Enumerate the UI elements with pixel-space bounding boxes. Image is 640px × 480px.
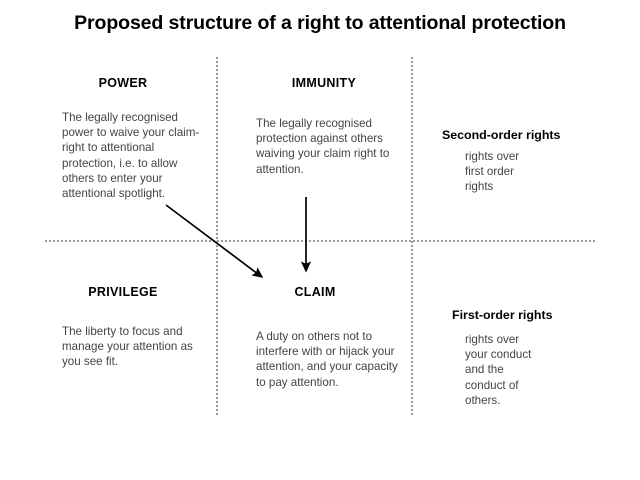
quadrant-power-title: POWER bbox=[98, 76, 148, 90]
quadrant-immunity-title: IMMUNITY bbox=[291, 76, 357, 90]
second-order-rights-title: Second-order rights bbox=[442, 128, 561, 142]
vertical-divider-left bbox=[216, 57, 218, 415]
first-order-rights-body: rights over your conduct and the conduct… bbox=[465, 333, 532, 407]
quadrant-power-body: The legally recognised power to waive yo… bbox=[62, 111, 200, 201]
first-order-rights-title: First-order rights bbox=[452, 308, 553, 322]
quadrant-immunity: IMMUNITY The legally recognised protecti… bbox=[256, 76, 406, 177]
vertical-divider-right bbox=[411, 57, 413, 415]
quadrant-claim-body: A duty on others not to interfere with o… bbox=[256, 330, 398, 389]
quadrant-claim-title: CLAIM bbox=[294, 285, 336, 299]
horizontal-divider bbox=[45, 240, 595, 242]
quadrant-privilege-title: PRIVILEGE bbox=[88, 285, 158, 299]
quadrant-privilege-body: The liberty to focus and manage your att… bbox=[62, 325, 193, 369]
quadrant-power: POWER The legally recognised power to wa… bbox=[62, 76, 207, 201]
second-order-rights-block: Second-order rights rights over first or… bbox=[442, 128, 560, 195]
quadrant-claim: CLAIM A duty on others not to interfere … bbox=[256, 285, 408, 390]
page-title: Proposed structure of a right to attenti… bbox=[74, 12, 566, 34]
quadrant-privilege: PRIVILEGE The liberty to focus and manag… bbox=[62, 285, 207, 370]
first-order-rights-block: First-order rights rights over your cond… bbox=[452, 308, 553, 408]
quadrant-immunity-body: The legally recognised protection agains… bbox=[256, 117, 390, 176]
second-order-rights-body: rights over first order rights bbox=[465, 150, 520, 194]
